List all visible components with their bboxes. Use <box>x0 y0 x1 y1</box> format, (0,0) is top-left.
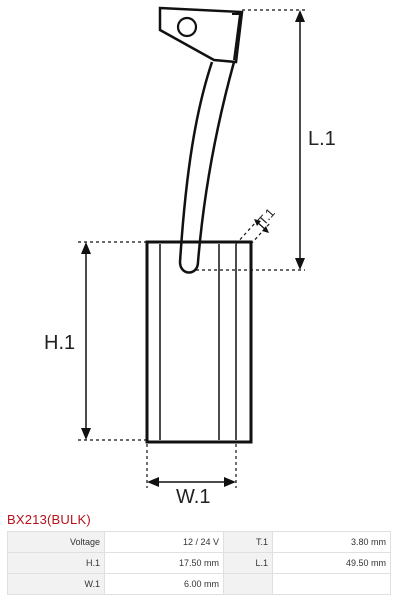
spec-label <box>223 573 273 595</box>
spec-value: 6.00 mm <box>104 573 224 595</box>
dimension-height <box>78 241 150 441</box>
table-row: H.1 17.50 mm L.1 49.50 mm <box>7 552 391 574</box>
label-height: H.1 <box>44 332 75 354</box>
lug-hole <box>176 16 198 38</box>
terminal-lug <box>158 6 244 64</box>
carbon-brush-diagram: L.1 H.1 W.1 T.1 <box>44 6 336 508</box>
spec-label: L.1 <box>223 552 273 574</box>
spec-label: Voltage <box>7 531 105 553</box>
spec-value: 49.50 mm <box>272 552 391 574</box>
shunt-wire <box>178 61 236 274</box>
label-length: L.1 <box>308 128 336 150</box>
spec-label: W.1 <box>7 573 105 595</box>
label-thickness: T.1 <box>255 205 278 228</box>
spec-value: 3.80 mm <box>272 531 391 553</box>
table-row: W.1 6.00 mm <box>7 573 391 595</box>
dimension-length <box>196 9 305 271</box>
brush-body <box>145 240 253 444</box>
label-width: W.1 <box>176 486 210 508</box>
spec-value: 12 / 24 V <box>104 531 224 553</box>
spec-value <box>272 573 391 595</box>
spec-label: H.1 <box>7 552 105 574</box>
spec-label: T.1 <box>223 531 273 553</box>
dimension-width <box>146 444 237 488</box>
specifications-table: Voltage 12 / 24 V T.1 3.80 mm H.1 17.50 … <box>7 531 391 595</box>
table-row: Voltage 12 / 24 V T.1 3.80 mm <box>7 531 391 553</box>
dimension-thickness <box>235 219 272 245</box>
spec-value: 17.50 mm <box>104 552 224 574</box>
part-title: BX213(BULK) <box>7 512 91 527</box>
